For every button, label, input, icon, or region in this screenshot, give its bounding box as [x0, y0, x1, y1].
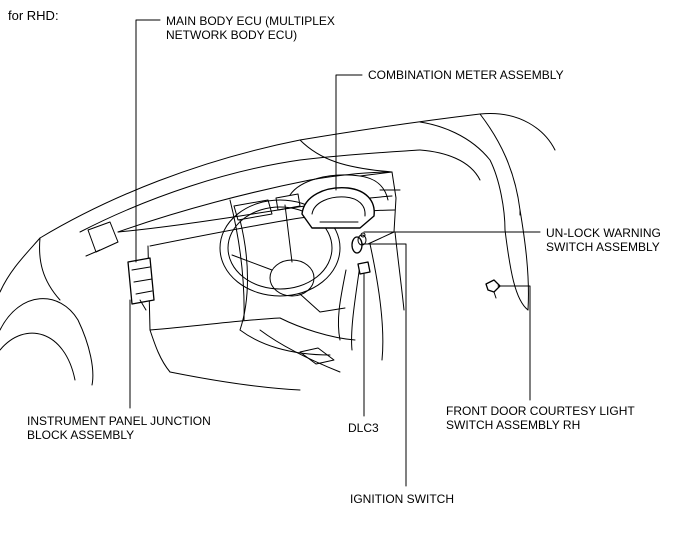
center-console [239, 219, 331, 356]
glovebox-line [394, 231, 405, 311]
seat-line-2 [351, 264, 361, 351]
label-front-door-courtesy-line2: SWITCH ASSEMBLY RH [446, 418, 581, 432]
center-stack [229, 199, 245, 321]
shift-box [299, 347, 335, 365]
dash-right [359, 171, 397, 245]
dlc3-connector [357, 261, 371, 275]
label-unlock-warning-switch: UN-LOCK WARNING SWITCH ASSEMBLY [546, 226, 661, 254]
dash-right-lower [369, 243, 384, 361]
dash-vent-right [275, 193, 301, 211]
dash-lower [147, 245, 281, 331]
label-front-door-courtesy-switch: FRONT DOOR COURTESY LIGHT SWITCH ASSEMBL… [446, 404, 635, 432]
wheel-outer [0, 332, 76, 381]
ignition-switch-body [357, 234, 367, 246]
a-pillar [299, 139, 393, 173]
label-instrument-panel-jb: INSTRUMENT PANEL JUNCTION BLOCK ASSEMBLY [27, 414, 211, 442]
jb-detail [131, 266, 153, 295]
front-door-courtesy-switch [485, 279, 501, 293]
door-panel [504, 229, 529, 311]
fender-line [0, 237, 41, 293]
leader-main-body-ecu [135, 19, 161, 263]
mirror [87, 221, 119, 253]
label-combination-meter: COMBINATION METER ASSEMBLY [368, 68, 564, 82]
label-dlc3: DLC3 [348, 421, 379, 435]
label-unlock-warning-line2: SWITCH ASSEMBLY [546, 240, 660, 254]
label-instrument-panel-jb-line1: INSTRUMENT PANEL JUNCTION [27, 414, 211, 428]
unlock-switch-tip [360, 232, 366, 238]
jb-connector [139, 299, 147, 311]
combination-meter-body [301, 187, 375, 229]
meter-face [311, 196, 366, 217]
leader-front-door-courtesy [497, 285, 531, 401]
fender-arch [0, 298, 94, 386]
door-upper [419, 149, 481, 181]
steering-wheel-rim [219, 199, 341, 297]
steering-hub [269, 259, 315, 297]
steering-wheel-rim-inner [227, 206, 333, 290]
footwell [169, 371, 301, 391]
steering-column [299, 293, 346, 313]
mirror-2 [85, 249, 101, 257]
door-edge [419, 121, 506, 231]
courtesy-switch-tip [493, 291, 497, 299]
steering-spoke-left [231, 254, 273, 271]
label-ignition-switch: IGNITION SWITCH [350, 492, 454, 506]
label-main-body-ecu-line2: NETWORK BODY ECU) [166, 28, 298, 42]
dash-vent-left [233, 199, 273, 221]
seat-line-1 [337, 269, 347, 341]
label-unlock-warning-line1: UN-LOCK WARNING [546, 226, 661, 240]
steering-spoke-top [284, 204, 293, 263]
roof-line [39, 112, 556, 239]
label-instrument-panel-jb-line2: BLOCK ASSEMBLY [27, 428, 135, 442]
body-side [39, 237, 61, 301]
leader-combination-meter [335, 74, 363, 191]
windshield-inner [117, 171, 393, 233]
label-main-body-ecu-line1: MAIN BODY ECU (MULTIPLEX [166, 14, 335, 28]
label-main-body-ecu: MAIN BODY ECU (MULTIPLEX NETWORK BODY EC… [166, 14, 335, 42]
dash-lower-2 [149, 329, 171, 373]
lower-trim [279, 317, 356, 341]
leader-ignition-switch [361, 243, 407, 487]
floor-line [259, 329, 341, 373]
label-front-door-courtesy-line1: FRONT DOOR COURTESY LIGHT [446, 404, 635, 418]
diagram-heading: for RHD: [8, 8, 59, 23]
